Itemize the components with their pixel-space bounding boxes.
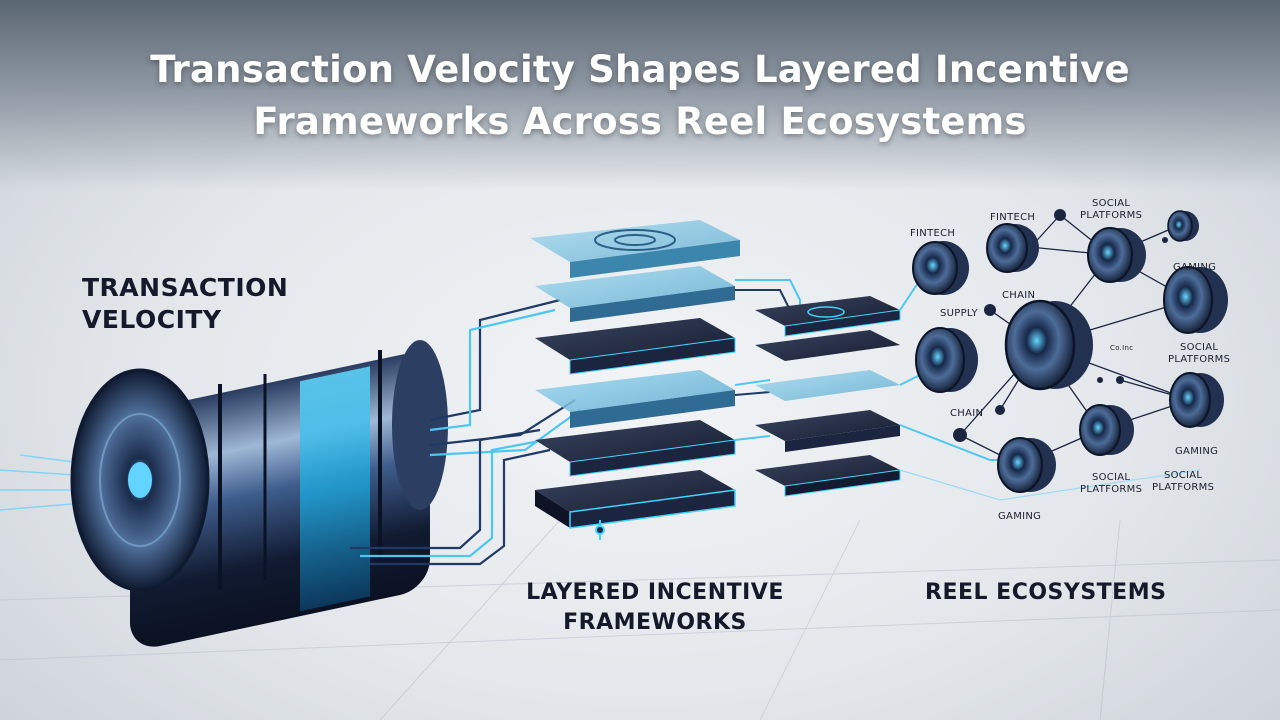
node-label-social-bl-line-2: PLATFORMS [1080,484,1142,496]
node-label-gaming-top: GAMING [1173,262,1216,274]
node-social-bottom [1080,405,1134,455]
node-label-social-right-line-1: SOCIAL [1168,342,1230,354]
node-gaming-bottom [998,438,1056,492]
node-label-fintech-left: FINTECH [910,228,955,240]
node-label-social-bottom-right: SOCIAL PLATFORMS [1152,470,1214,494]
node-label-fintech-top: FINTECH [990,212,1035,224]
node-label-social-right: SOCIAL PLATFORMS [1168,342,1230,366]
node-label-supply: SUPPLY [940,308,978,320]
node-label-social-right-line-2: PLATFORMS [1168,354,1230,366]
node-label-social-top-line-2: PLATFORMS [1080,210,1142,222]
node-label-social-br-line-1: SOCIAL [1152,470,1214,482]
label-frameworks-line-1: LAYERED INCENTIVE [500,578,810,608]
node-label-chain-low: CHAIN [950,408,983,420]
label-frameworks-line-2: FRAMEWORKS [500,608,810,638]
node-label-social-bottom-left: SOCIAL PLATFORMS [1080,472,1142,496]
node-label-gaming-bottom: GAMING [998,511,1041,523]
node-label-chain-mid: CHAIN [1002,290,1035,302]
node-gaming-top [1168,211,1199,241]
node-label-social-top: SOCIAL PLATFORMS [1080,198,1142,222]
node-right-large [1164,267,1228,333]
node-label-gaming-right: GAMING [1175,446,1218,458]
label-layered-incentive-frameworks: LAYERED INCENTIVE FRAMEWORKS [500,578,810,638]
label-transaction-velocity: TRANSACTION VELOCITY [82,272,288,336]
label-reel-ecosystems: REEL ECOSYSTEMS [925,578,1166,608]
node-supply-chain [916,328,978,392]
incentive-layer-stack [530,220,740,540]
node-label-social-top-line-1: SOCIAL [1080,198,1142,210]
node-hub [1006,301,1093,389]
node-label-small-tag: Co.Inc [1110,342,1133,354]
node-social-top [1088,228,1146,282]
node-fintech-top [987,224,1039,272]
label-velocity-line-1: TRANSACTION [82,272,288,304]
node-label-social-bl-line-1: SOCIAL [1080,472,1142,484]
transaction-cylinder [72,340,448,652]
node-fintech-left [913,241,969,295]
secondary-layer-stack [755,296,900,496]
node-gaming-right [1170,373,1224,427]
label-velocity-line-2: VELOCITY [82,304,288,336]
node-label-social-br-line-2: PLATFORMS [1152,482,1214,494]
